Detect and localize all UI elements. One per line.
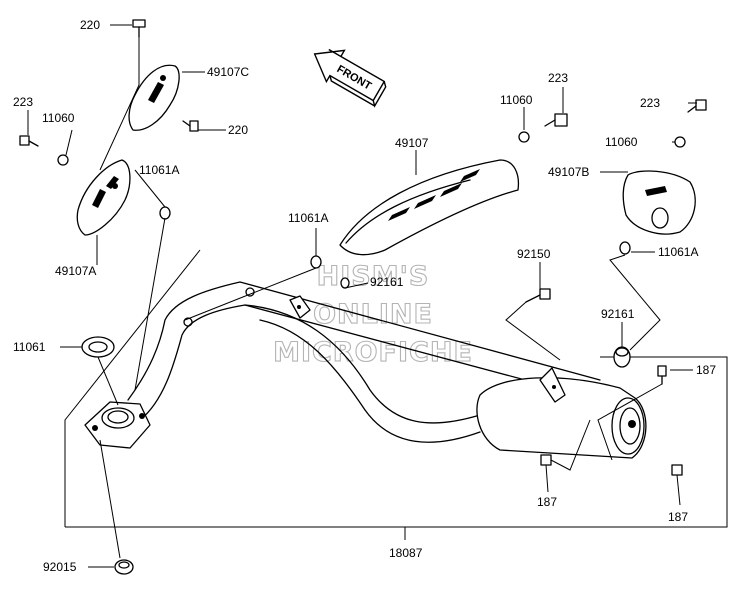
bolt-220-top-icon	[132, 19, 146, 38]
damper-92161-right-icon	[613, 346, 631, 368]
bolt-187-bottom-left-icon	[540, 454, 552, 466]
label-92161-right: 92161	[601, 307, 635, 321]
label-11061A-right: 11061A	[658, 245, 698, 259]
label-11061A-center: 11061A	[288, 211, 328, 225]
heat-shield-49107A	[76, 159, 131, 236]
heat-shield-49107	[339, 159, 520, 256]
nut-92015-icon	[114, 559, 134, 575]
label-223-center: 223	[548, 71, 568, 85]
label-92161-top: 92161	[370, 275, 404, 289]
watermark-line-1: HISM'S	[317, 261, 430, 292]
bolt-223-center-icon	[544, 113, 568, 127]
bolt-92150-icon	[525, 288, 551, 303]
label-92150: 92150	[517, 247, 551, 261]
header-pipe	[127, 281, 601, 443]
front-arrow-icon: FRONT	[313, 48, 387, 108]
bolt-223-left-icon	[19, 135, 39, 147]
label-11060-left: 11060	[42, 111, 75, 125]
label-223-right: 223	[640, 96, 660, 110]
label-49107A: 49107A	[55, 264, 96, 278]
assembly-frame-18087	[64, 249, 728, 540]
exhaust-flange	[84, 401, 151, 449]
leader-lines	[27, 24, 697, 568]
damper-92161-top-icon	[340, 277, 350, 289]
label-49107C: 49107C	[207, 65, 249, 79]
collar-11061A-right-icon	[619, 241, 631, 255]
label-187-bottom-left: 187	[537, 495, 557, 509]
watermark-line-2: ONLINE	[313, 299, 433, 330]
label-220-top: 220	[80, 18, 100, 32]
label-49107: 49107	[395, 136, 429, 150]
label-11060-right: 11060	[605, 135, 638, 149]
hardware	[19, 19, 707, 575]
bolt-187-bottom-right-icon	[671, 464, 683, 476]
label-11060-center: 11060	[500, 93, 533, 107]
part-labels: 220 49107C 220 223 11060 11061A 49107A 2…	[13, 18, 716, 574]
heat-shield-49107C	[128, 64, 180, 131]
washer-11060-left-icon	[57, 154, 69, 166]
label-187-right: 187	[696, 363, 716, 377]
label-49107B: 49107B	[548, 165, 589, 179]
label-223-left: 223	[13, 95, 33, 109]
collar-11061A-left-icon	[159, 206, 171, 220]
collar-11061A-center-icon	[310, 255, 322, 269]
watermark-line-3: MICROFICHE	[273, 337, 473, 368]
label-18087: 18087	[389, 546, 423, 560]
label-11061: 11061	[13, 340, 46, 354]
label-11061A-left: 11061A	[139, 163, 179, 177]
muffler	[476, 367, 647, 459]
heat-shield-49107B	[622, 170, 696, 235]
label-187-bottom-right: 187	[668, 510, 688, 524]
label-92015: 92015	[43, 560, 77, 574]
washer-11060-right-icon	[674, 136, 686, 148]
washer-11060-center-icon	[518, 131, 530, 143]
bolt-220-mid-icon	[182, 120, 199, 132]
gasket-11061	[81, 336, 115, 358]
label-220-mid: 220	[228, 123, 248, 137]
bolt-187-right-icon	[657, 365, 667, 385]
bolt-223-right-icon	[687, 99, 707, 113]
